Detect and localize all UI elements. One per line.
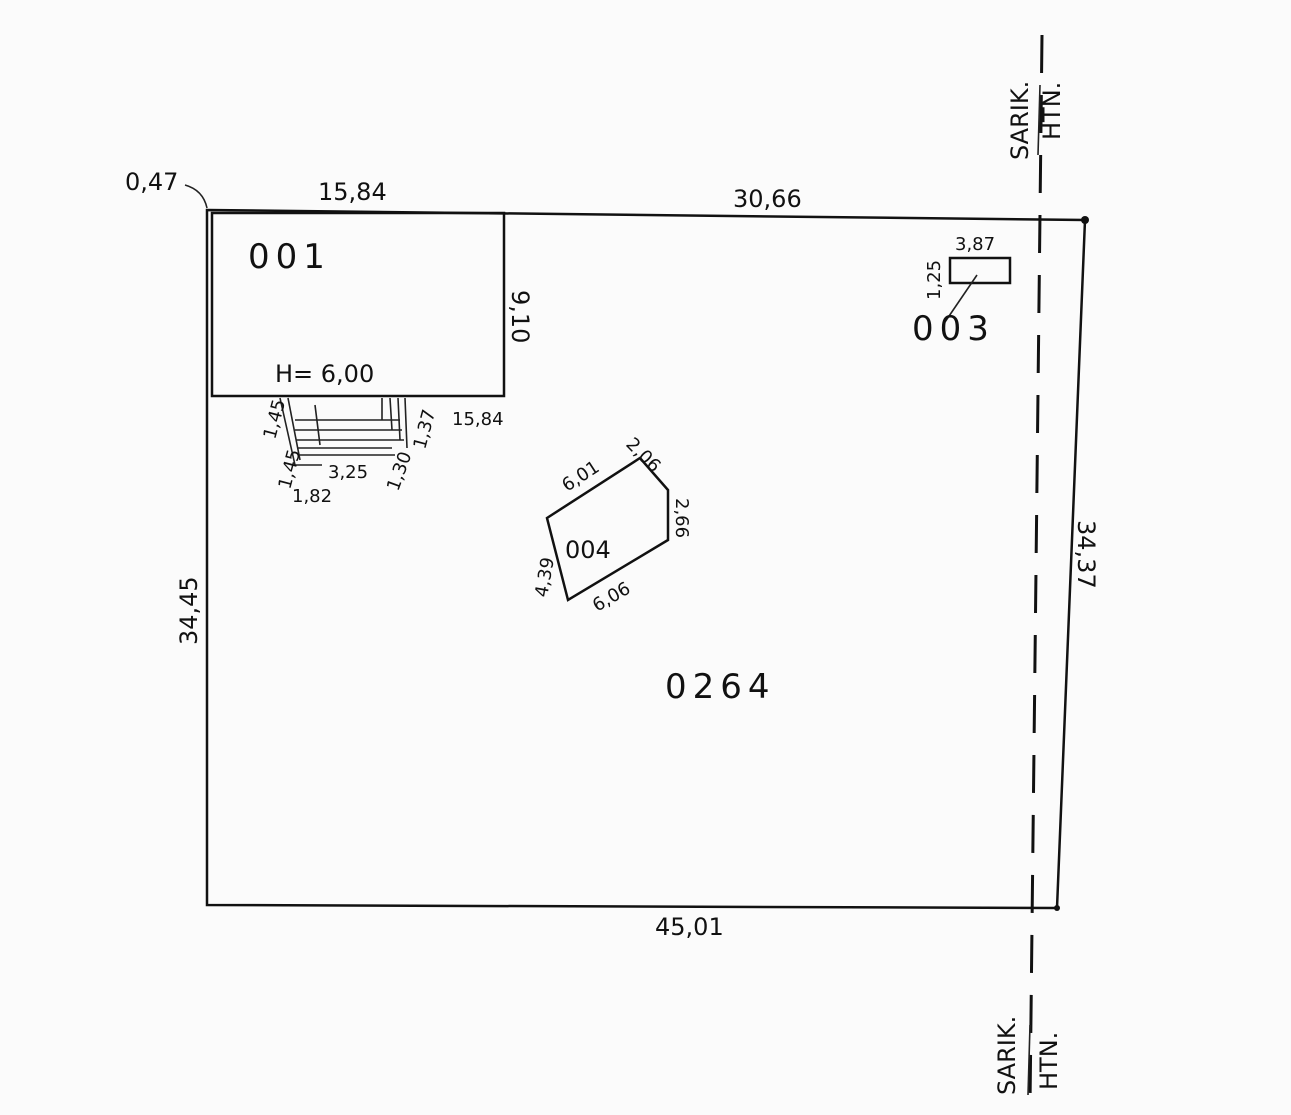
building-003-id: 003 bbox=[912, 309, 995, 349]
boundary-dashed-line bbox=[1028, 34, 1044, 1106]
stair-dim: 1,45 bbox=[275, 447, 306, 491]
top-segment-2-label: 30,66 bbox=[733, 185, 802, 213]
stair-dim: 3,25 bbox=[328, 462, 368, 483]
building-004-right: 2,66 bbox=[671, 498, 692, 538]
offset-label: 0,47 bbox=[125, 168, 178, 196]
building-004-top: 6,01 bbox=[558, 457, 603, 496]
building-001-width-bottom: 15,84 bbox=[452, 409, 504, 430]
bottom-side-label: 45,01 bbox=[655, 913, 724, 941]
corner-point bbox=[1081, 216, 1089, 224]
building-004-id: 004 bbox=[565, 536, 611, 564]
boundary-bottom-label-1: SARIK. bbox=[993, 1016, 1021, 1095]
building-004-corner: 2,06 bbox=[621, 434, 664, 477]
boundary-bottom-label-2: HTN. bbox=[1035, 1032, 1063, 1090]
right-side-label: 34,37 bbox=[1072, 520, 1100, 589]
building-001-depth: 9,10 bbox=[506, 290, 534, 343]
building-004-outline bbox=[545, 456, 670, 602]
top-segment-1-label: 15,84 bbox=[318, 178, 387, 206]
parcel-id-label: 0264 bbox=[665, 667, 776, 707]
building-003-width: 3,87 bbox=[955, 234, 995, 255]
building-001-height: H= 6,00 bbox=[275, 360, 374, 388]
leader-line bbox=[944, 274, 978, 323]
boundary-top-label-1: SARIK. bbox=[1006, 81, 1034, 160]
stairs-drawing bbox=[279, 397, 408, 466]
stair-dim: 1,37 bbox=[410, 407, 441, 451]
boundary-top-label-2: HTN. bbox=[1038, 82, 1066, 140]
building-003-depth: 1,25 bbox=[924, 260, 945, 300]
label-divider bbox=[1037, 84, 1041, 156]
building-003-outline bbox=[948, 256, 1012, 285]
left-side-label: 34,45 bbox=[175, 576, 203, 645]
offset-leader bbox=[184, 184, 208, 209]
stair-dim: 1,82 bbox=[292, 486, 332, 507]
label-divider bbox=[1027, 1024, 1031, 1096]
building-001-id: 001 bbox=[248, 237, 331, 277]
stair-dim: 1,45 bbox=[260, 397, 291, 441]
building-004-left: 4,39 bbox=[531, 556, 559, 599]
building-001-outline bbox=[210, 211, 506, 398]
corner-point bbox=[1054, 905, 1060, 911]
